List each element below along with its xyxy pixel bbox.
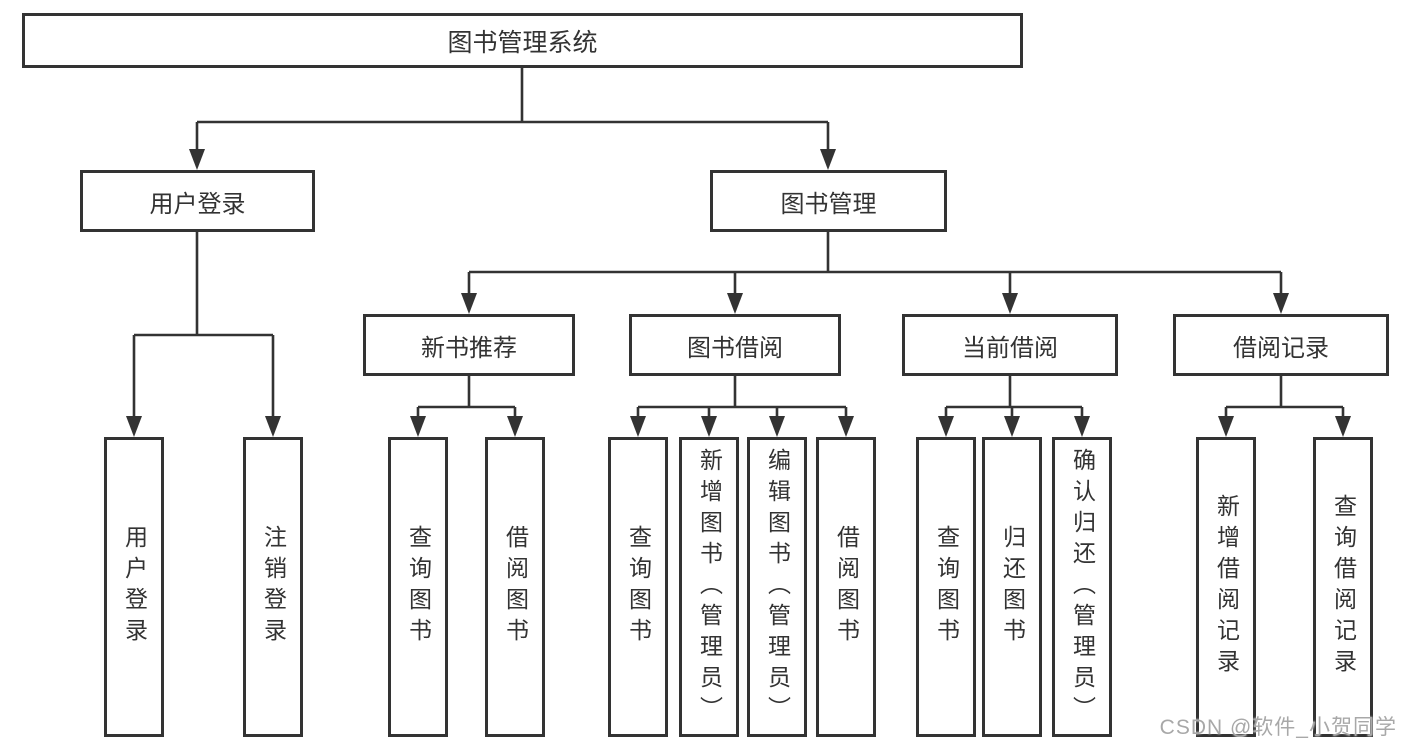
node-leaf-borrow-books-2-label: 借阅图书 <box>833 525 860 649</box>
node-current-borrow-label: 当前借阅 <box>962 334 1058 362</box>
node-leaf-query-books-1-label: 查询图书 <box>405 525 432 649</box>
node-new-book-rec: 新书推荐 <box>363 314 575 376</box>
node-borrow-records-label: 借阅记录 <box>1233 334 1329 362</box>
node-root-label: 图书管理系统 <box>447 28 598 57</box>
node-borrow-records: 借阅记录 <box>1173 314 1389 376</box>
node-leaf-borrow-books-1: 借阅图书 <box>485 437 545 737</box>
node-user-login-label: 用户登录 <box>149 190 246 218</box>
node-leaf-add-books-label: 新增图书（管理员） <box>696 447 723 727</box>
node-leaf-query-borrow-record-label: 查询借阅记录 <box>1330 494 1357 680</box>
node-leaf-query-books-1: 查询图书 <box>388 437 448 737</box>
node-leaf-edit-books: 编辑图书（管理员） <box>747 437 807 737</box>
node-user-login: 用户登录 <box>80 170 315 232</box>
node-leaf-confirm-return-label: 确认归还（管理员） <box>1069 447 1096 727</box>
node-leaf-logout-label: 注销登录 <box>260 525 287 649</box>
node-leaf-user-login-label: 用户登录 <box>121 525 148 649</box>
node-root: 图书管理系统 <box>22 13 1023 68</box>
node-current-borrow: 当前借阅 <box>902 314 1118 376</box>
node-book-borrow: 图书借阅 <box>629 314 841 376</box>
node-leaf-edit-books-label: 编辑图书（管理员） <box>764 447 791 727</box>
node-leaf-borrow-books-1-label: 借阅图书 <box>502 525 529 649</box>
node-new-book-rec-label: 新书推荐 <box>421 334 517 362</box>
node-leaf-borrow-books-2: 借阅图书 <box>816 437 876 737</box>
node-leaf-add-borrow-record-label: 新增借阅记录 <box>1213 494 1240 680</box>
node-leaf-return-books-label: 归还图书 <box>999 525 1026 649</box>
node-leaf-add-borrow-record: 新增借阅记录 <box>1196 437 1256 737</box>
node-leaf-query-books-2: 查询图书 <box>608 437 668 737</box>
node-book-borrow-label: 图书借阅 <box>687 334 783 362</box>
node-leaf-query-books-3: 查询图书 <box>916 437 976 737</box>
node-book-mgmt: 图书管理 <box>710 170 947 232</box>
node-leaf-confirm-return: 确认归还（管理员） <box>1052 437 1112 737</box>
node-leaf-add-books: 新增图书（管理员） <box>679 437 739 737</box>
csdn-watermark: CSDN @软件_小贺同学 <box>1159 716 1397 739</box>
node-leaf-return-books: 归还图书 <box>982 437 1042 737</box>
node-book-mgmt-label: 图书管理 <box>780 190 877 218</box>
node-leaf-user-login: 用户登录 <box>104 437 164 737</box>
node-leaf-query-books-2-label: 查询图书 <box>625 525 652 649</box>
node-leaf-logout: 注销登录 <box>243 437 303 737</box>
node-leaf-query-borrow-record: 查询借阅记录 <box>1313 437 1373 737</box>
node-leaf-query-books-3-label: 查询图书 <box>933 525 960 649</box>
